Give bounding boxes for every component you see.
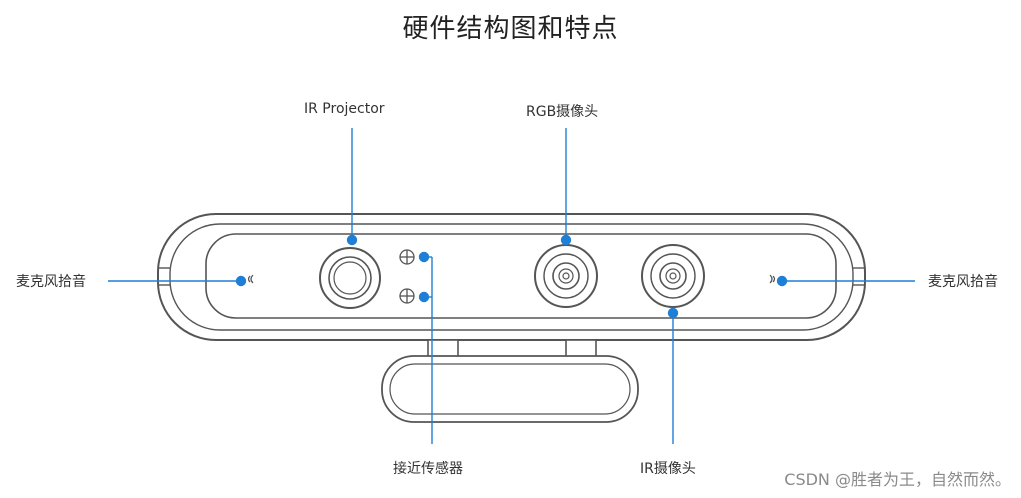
callout-dot-mic-left [235, 275, 247, 287]
ir-projector-lens [319, 247, 381, 309]
mic-hole-left [247, 274, 254, 284]
callout-dot-mic-right [776, 275, 788, 287]
callout-dot-ir-camera [667, 307, 679, 319]
label-proximity-sensor: 接近传感器 [393, 461, 463, 477]
watermark: CSDN @胜者为王，自然而然。 [784, 470, 1011, 489]
label-rgb-camera: RGB摄像头 [526, 104, 599, 120]
proximity-sensor-top [399, 249, 415, 265]
diagram-title: 硬件结构图和特点 [402, 14, 619, 44]
callout-dot-rgb-camera [560, 234, 572, 246]
mic-hole-right [769, 274, 776, 284]
rgb-camera-lens [534, 244, 598, 308]
label-ir-projector: IR Projector [304, 101, 385, 117]
label-mic-left: 麦克风拾音 [16, 274, 86, 290]
proximity-sensor-bottom [399, 288, 415, 304]
callout-dot-proximity-bottom [418, 291, 430, 303]
device-body [157, 213, 866, 341]
device-stand [381, 355, 639, 423]
ir-camera-lens [641, 244, 705, 308]
callout-dot-proximity-top [418, 251, 430, 263]
label-ir-camera: IR摄像头 [640, 461, 696, 477]
label-mic-right: 麦克风拾音 [928, 274, 998, 290]
callout-dot-ir-projector [346, 234, 358, 246]
